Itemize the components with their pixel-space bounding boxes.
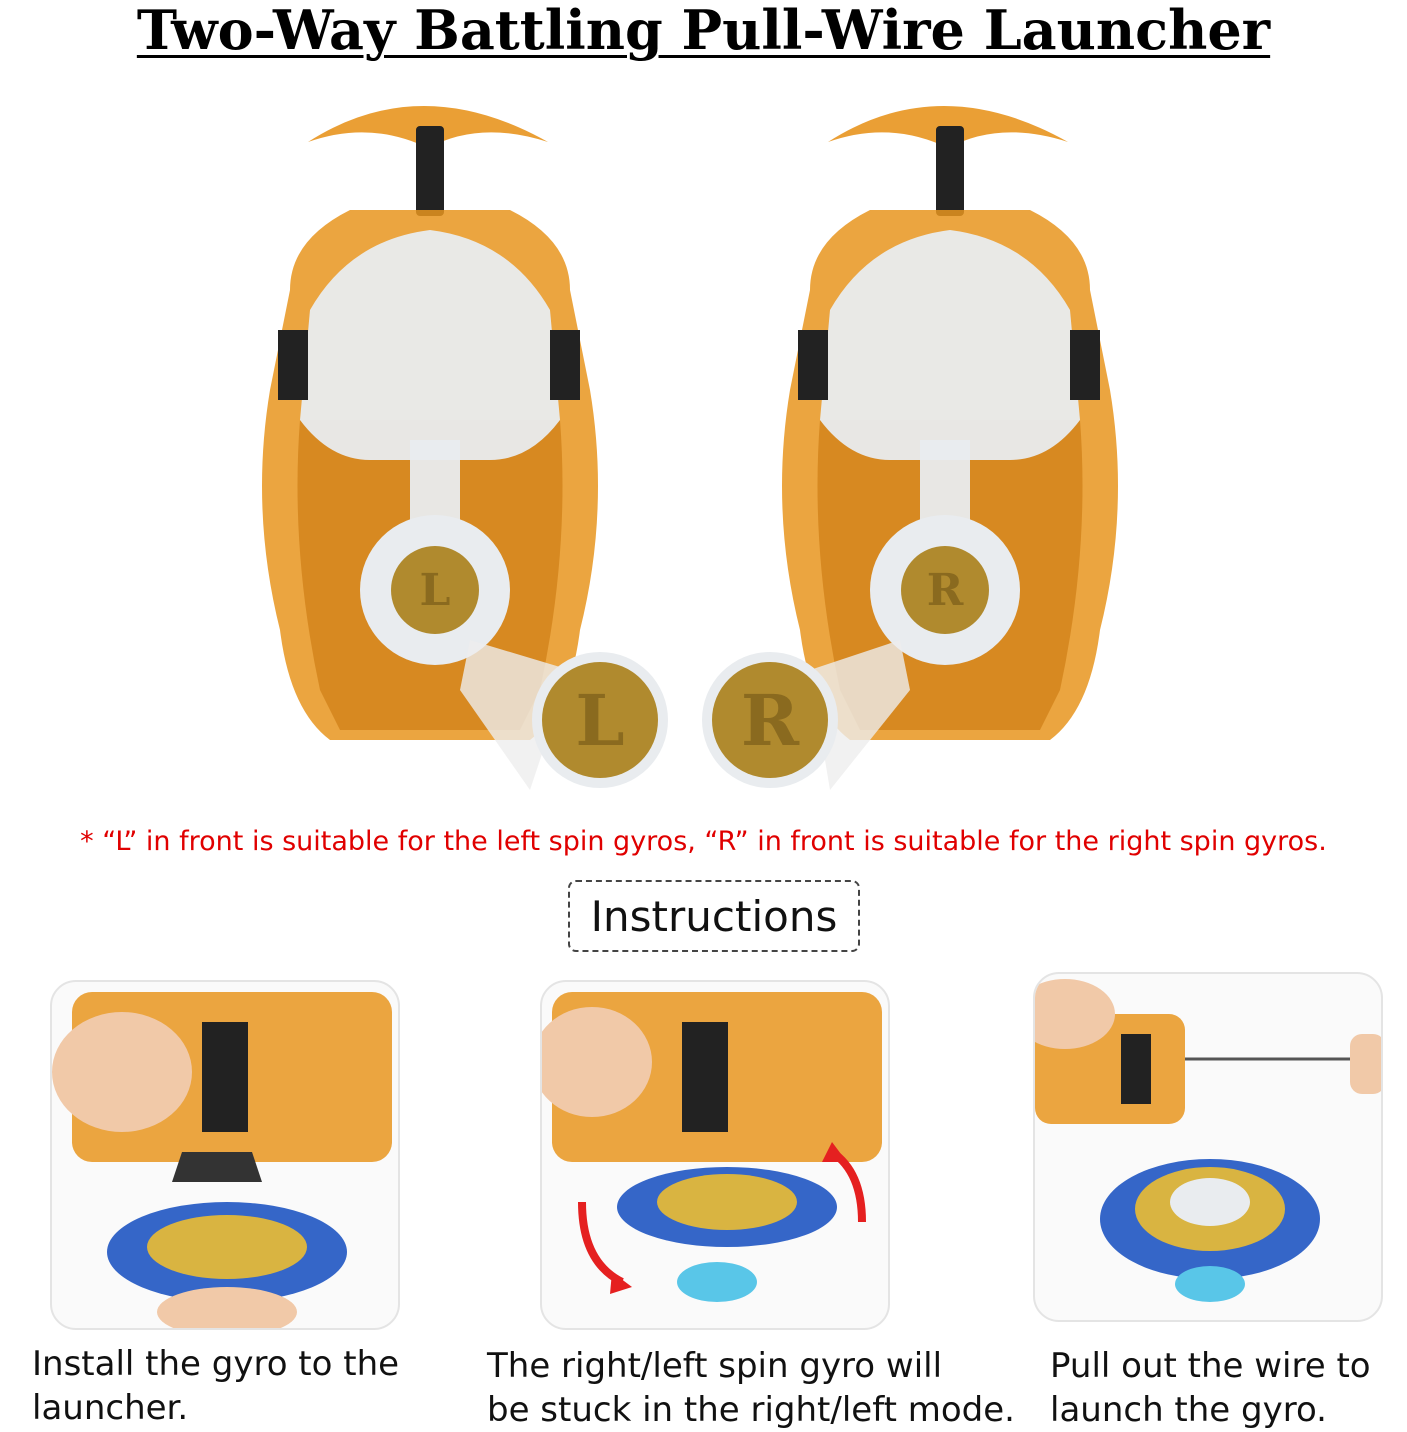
spin-direction-note: * “L” in front is suitable for the left … — [80, 826, 1327, 857]
page-title: Two-Way Battling Pull-Wire Launcher — [136, 0, 1271, 62]
step-3-image — [1033, 972, 1383, 1322]
right-launcher: R R — [702, 106, 1118, 790]
step-2-image — [540, 980, 890, 1330]
step-3-caption: Pull out the wire to launch the gyro. — [1050, 1346, 1371, 1430]
right-launcher-letter: R — [927, 565, 964, 616]
left-zoom-letter: L — [575, 679, 624, 762]
step-1-image — [50, 980, 400, 1330]
right-zoom-letter: R — [741, 679, 800, 762]
launcher-product-image: L L R R — [262, 106, 1118, 790]
left-launcher: L L — [262, 106, 668, 790]
step-2-caption: The right/left spin gyro will be stuck i… — [487, 1346, 1015, 1430]
left-launcher-letter: L — [420, 565, 451, 616]
step-1-caption: Install the gyro to the launcher. — [32, 1344, 400, 1428]
instructions-label: Instructions — [568, 880, 860, 952]
